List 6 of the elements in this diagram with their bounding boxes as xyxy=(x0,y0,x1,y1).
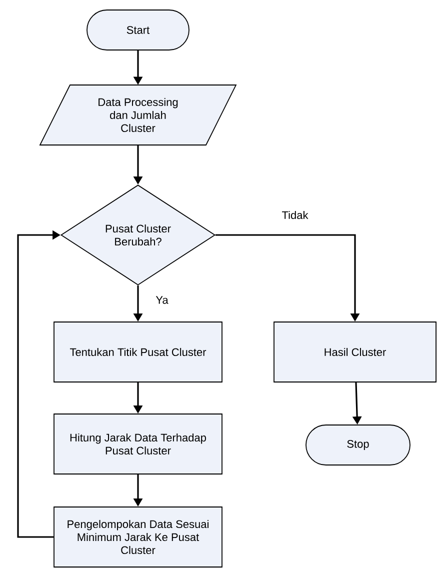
edge-label: Tidak xyxy=(280,210,310,220)
process-box: Hitung Jarak Data Terhadap Pusat Cluster xyxy=(54,414,222,474)
edge-label: Ya xyxy=(154,295,170,305)
process-box: Pengelompokan Data Sesuai Minimum Jarak Ke Pusat Cluster xyxy=(54,506,222,568)
process-box: Tentukan Titik Pusat Cluster xyxy=(54,322,222,382)
process-box: Hasil Cluster xyxy=(274,322,436,382)
